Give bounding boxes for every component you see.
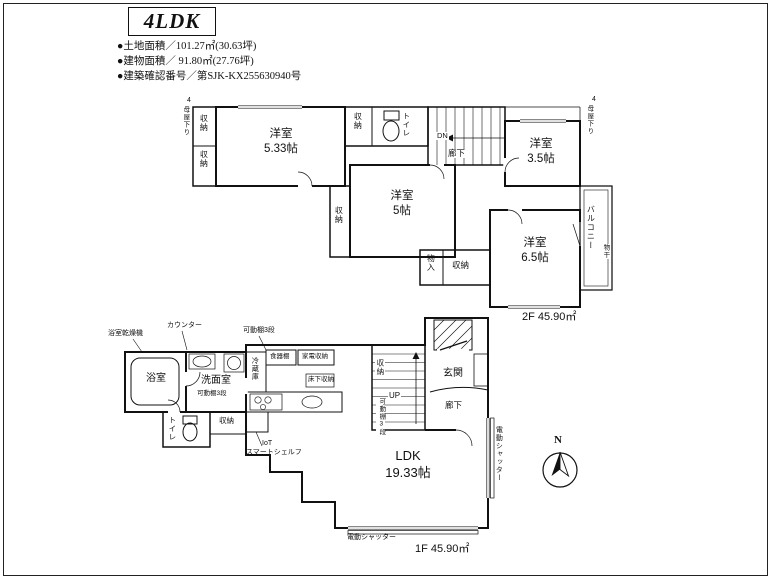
- stairs-closet-label: 収納: [375, 359, 385, 376]
- room-1f-ldk: LDK 19.33帖: [385, 448, 431, 482]
- closet-2f-top-label: 収納: [353, 112, 363, 130]
- floor2-walls: [192, 106, 581, 308]
- room-size: 3.5帖: [527, 152, 555, 165]
- property-info: ●土地面積／101.27㎡(30.63坪) ●建物面積／ 91.80㎡(27.7…: [117, 39, 301, 84]
- land-area-line: ●土地面積／101.27㎡(30.63坪): [117, 41, 257, 52]
- compass-n-label: N: [554, 434, 562, 446]
- laundry-pole-label: 物干: [600, 244, 609, 259]
- bath-dryer-label: 浴室乾燥機: [108, 330, 143, 337]
- plan-type-badge: 4LDK: [128, 7, 216, 36]
- room-size: 19.33帖: [385, 464, 431, 480]
- storage-2f-small-label: 物入: [426, 254, 436, 272]
- washbasin-fixture: [188, 353, 245, 373]
- room-size: 5帖: [393, 204, 411, 217]
- entrance-porch: [429, 319, 489, 393]
- kitchen-fixtures: [245, 349, 343, 433]
- stairs-shelf-label: 可動棚3段: [376, 398, 385, 436]
- balcony-label: バルコニー: [585, 205, 596, 250]
- room-2f-western-5: 洋室 5帖: [391, 189, 414, 219]
- floor1-doors: [167, 371, 473, 447]
- floor2-doors: [297, 157, 523, 225]
- floor1-walls: [124, 317, 489, 529]
- bath-label: 浴室: [146, 372, 166, 385]
- room-2f-western-6-5: 洋室 6.5帖: [521, 236, 549, 266]
- floor1-shutters: [347, 417, 495, 535]
- storage-2f-bottom-label: 収納: [452, 260, 470, 270]
- room-name: LDK: [395, 448, 421, 463]
- hallway-2f-label: 廊下: [447, 148, 467, 158]
- toilet-fixture-1f: [182, 415, 198, 442]
- entrance-label: 玄関: [443, 367, 463, 380]
- toilet-storage-label: 収納: [219, 416, 234, 425]
- room-name: 浴室: [146, 373, 166, 384]
- room-size: 5.33帖: [264, 142, 298, 155]
- room-2f-western-5-33: 洋室 5.33帖: [264, 127, 298, 157]
- washroom-label: 洗面室: [201, 374, 231, 387]
- compass-needle-light: [559, 451, 570, 478]
- toilet-fixture-2f: [382, 110, 400, 142]
- toilet-2f-label: トイレ: [401, 112, 411, 138]
- appliance-storage-label: 家電収納: [302, 353, 328, 360]
- room-size: 6.5帖: [521, 251, 549, 264]
- counter-label: カウンター: [167, 322, 202, 329]
- iot-shelf-label-line1: IoT: [262, 440, 273, 447]
- closet-2f-left-top-label: 収納: [199, 114, 209, 132]
- closet-2f-mid-label: 収納: [334, 206, 344, 224]
- building-area-line: ●建物面積／ 91.80㎡(27.76坪): [117, 56, 254, 67]
- shelf-top-label: 可動棚3段: [243, 327, 275, 334]
- room-name: 洋室: [269, 128, 293, 140]
- eaves-right-label: 母屋下り: [585, 105, 593, 135]
- floor1-area-label: 1F 45.90㎡: [415, 543, 470, 555]
- balcony-2f: [579, 185, 613, 291]
- hallway-1f-label: 廊下: [444, 400, 464, 410]
- toilet-1f-label: トイレ: [167, 416, 177, 442]
- outer-frame: [3, 3, 768, 576]
- stairs-dn-label: DN: [436, 131, 449, 140]
- roof-pitch-right-label: 4: [592, 96, 596, 103]
- room-name: 玄関: [443, 368, 463, 379]
- floor2-windows: [238, 105, 582, 309]
- cupboard-label: 食器棚: [270, 353, 290, 360]
- room-name: 洋室: [390, 190, 414, 202]
- room-name: 洗面室: [201, 375, 231, 386]
- electric-shutter-bottom-label: 電動シャッター: [347, 534, 396, 541]
- washroom-shelf-label: 可動棚3段: [196, 390, 228, 398]
- electric-shutter-right-label: 電動シャッター: [495, 426, 503, 482]
- room-name: 洋室: [523, 237, 547, 249]
- room-name: 洋室: [529, 138, 553, 150]
- room-2f-western-3-5: 洋室 3.5帖: [527, 137, 555, 167]
- stairs-up-label: UP: [388, 391, 402, 401]
- eaves-left-label: 母屋下り: [181, 106, 189, 136]
- iot-shelf-label-line2: スマートシェルフ: [246, 449, 302, 456]
- refrigerator-label: 冷蔵庫: [251, 357, 259, 381]
- floor2-area-label: 2F 45.90㎡: [522, 311, 577, 323]
- roof-pitch-left-label: 4: [187, 97, 191, 104]
- leader-lines: [132, 330, 267, 447]
- compass: [542, 451, 578, 488]
- compass-needle-dark: [551, 452, 560, 476]
- underfloor-storage-label: 床下収納: [308, 376, 334, 383]
- bathtub-fixture: [130, 357, 180, 406]
- confirmation-number-line: ●建築確認番号／第SJK-KX255630940号: [117, 71, 302, 82]
- plan-type-text: 4LDK: [143, 9, 201, 33]
- closet-2f-left-bottom-label: 収納: [199, 150, 209, 168]
